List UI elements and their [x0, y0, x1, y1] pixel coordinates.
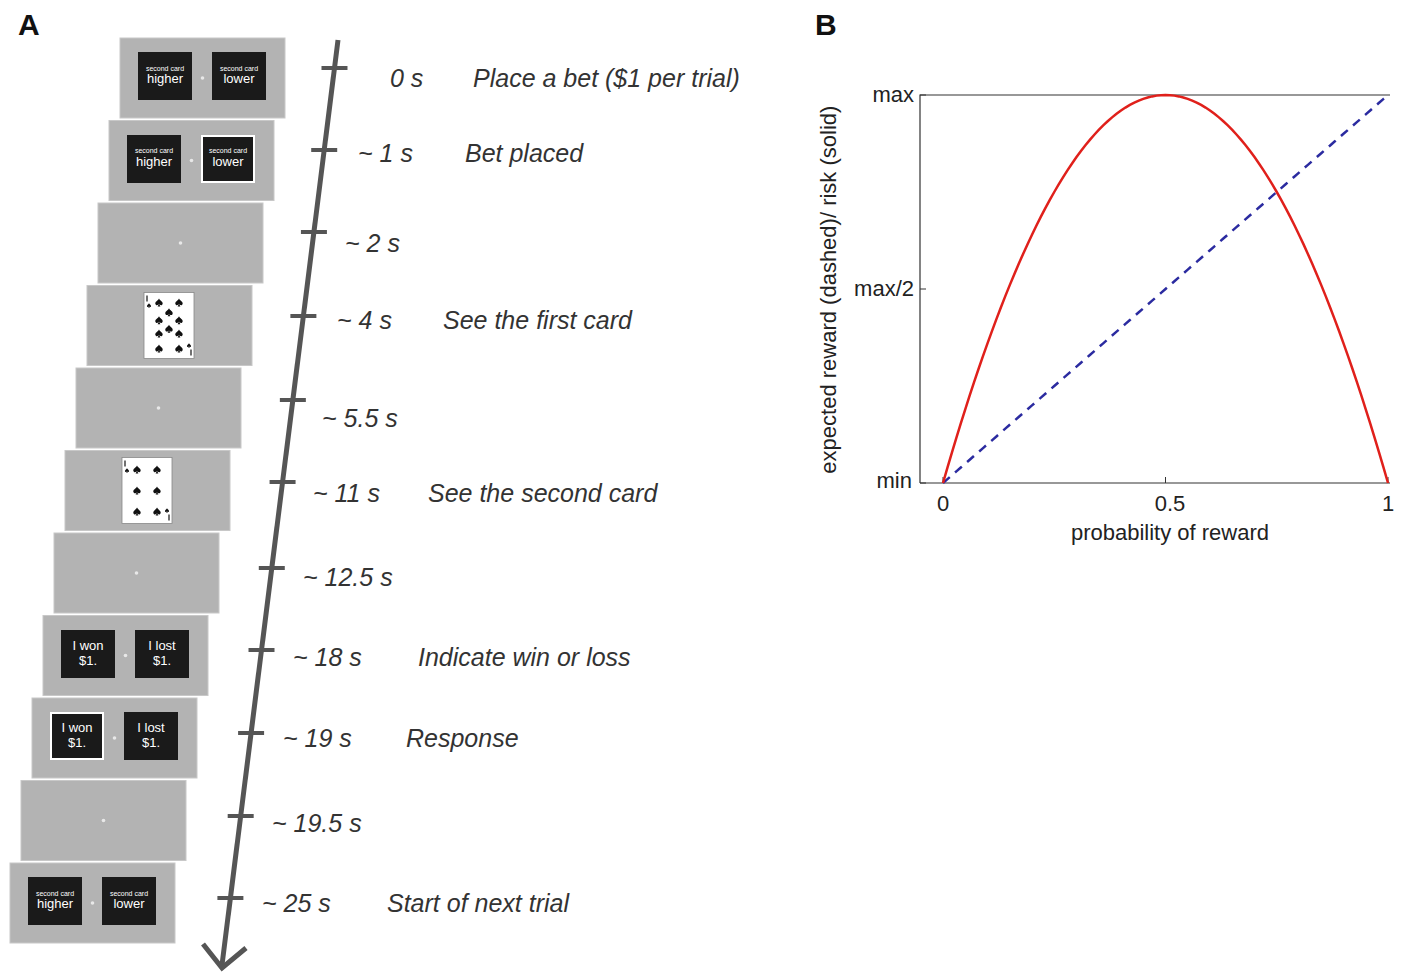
screen [32, 698, 197, 778]
time-label: ~ 25 s [262, 889, 331, 918]
axis-tick-label: 1 [1382, 491, 1394, 516]
button-label: I won $1. [54, 721, 100, 751]
axis-tick-label: max [872, 82, 914, 107]
button-label: lower [212, 155, 243, 170]
button-label: I lost $1. [139, 639, 185, 669]
time-label: ~ 4 s [337, 306, 392, 335]
y-tick [920, 483, 926, 484]
button-label: I lost $1. [128, 721, 174, 751]
axis-tick-label: max/2 [854, 276, 914, 301]
button-label: higher [37, 897, 73, 912]
time-tick [259, 566, 285, 570]
screen [109, 121, 274, 201]
fixation-dot [201, 76, 205, 80]
panel-letter: A [18, 8, 40, 43]
button-caption: second card [220, 65, 258, 73]
screen [43, 616, 208, 696]
response-button: I lost $1. [135, 630, 189, 678]
response-button: second cardhigher [127, 135, 181, 183]
response-button: I won $1. [61, 630, 115, 678]
fixation-dot [124, 654, 128, 658]
y-tick [920, 289, 926, 290]
axis-frame [920, 95, 1390, 483]
expected-reward-line [943, 95, 1388, 483]
x-tick [1165, 477, 1166, 483]
response-button: I lost $1. [124, 712, 178, 760]
time-label: 0 s [390, 64, 423, 93]
fixation-dot [102, 819, 106, 823]
event-label: See the second card [428, 479, 657, 508]
playing-card [144, 293, 194, 359]
screen [21, 781, 186, 861]
fixation-dot [179, 241, 183, 245]
screen [65, 451, 230, 531]
button-label: higher [136, 155, 172, 170]
event-label: Bet placed [465, 139, 583, 168]
event-label: See the first card [443, 306, 632, 335]
time-tick [321, 66, 347, 70]
time-tick [301, 230, 327, 234]
response-button: second cardlower [102, 877, 156, 925]
screen [54, 533, 219, 613]
time-tick [270, 480, 296, 484]
y-tick [920, 95, 926, 96]
time-label: ~ 11 s [313, 479, 380, 508]
risk-curve [943, 95, 1388, 483]
button-caption: second card [146, 65, 184, 73]
button-label: lower [113, 897, 144, 912]
button-label: higher [147, 72, 183, 87]
time-tick [228, 814, 254, 818]
time-label: ~ 19 s [283, 724, 352, 753]
button-caption: second card [36, 890, 74, 898]
button-label: I won $1. [65, 639, 111, 669]
time-label: ~ 2 s [345, 229, 400, 258]
response-button: second cardhigher [28, 877, 82, 925]
time-label: ~ 19.5 s [272, 809, 362, 838]
response-button: second cardhigher [138, 52, 192, 100]
fixation-dot [113, 736, 117, 740]
time-tick [290, 314, 316, 318]
button-caption: second card [135, 147, 173, 155]
axis-tick-label: 0 [937, 491, 949, 516]
screen [76, 368, 241, 448]
time-tick [217, 896, 243, 900]
screen [120, 38, 285, 118]
time-tick [238, 731, 264, 735]
button-caption: second card [110, 890, 148, 898]
event-label: Start of next trial [387, 889, 569, 918]
fixation-dot [135, 571, 139, 575]
button-caption: second card [209, 147, 247, 155]
time-tick [311, 148, 337, 152]
time-tick [280, 398, 306, 402]
axis-tick-label: min [877, 468, 912, 493]
event-label: Indicate win or loss [418, 643, 631, 672]
event-label: Response [406, 724, 519, 753]
fixation-dot [157, 406, 161, 410]
time-label: ~ 1 s [358, 139, 413, 168]
time-label: ~ 5.5 s [322, 404, 398, 433]
screen [10, 863, 175, 943]
response-button: second cardlower [201, 135, 255, 183]
response-button: I won $1. [50, 712, 104, 760]
time-label: ~ 12.5 s [303, 563, 393, 592]
response-button: second cardlower [212, 52, 266, 100]
screen [87, 286, 252, 366]
event-label: Place a bet ($1 per trial) [473, 64, 740, 93]
axis-title: probability of reward [1071, 520, 1269, 545]
axis-tick-label: 0.5 [1155, 491, 1186, 516]
fixation-dot [190, 159, 194, 163]
axis-title: expected reward (dashed)/ risk (solid) [816, 106, 841, 474]
time-label: ~ 18 s [293, 643, 362, 672]
fixation-dot [91, 901, 95, 905]
playing-card [122, 458, 172, 524]
time-tick [249, 648, 275, 652]
button-label: lower [223, 72, 254, 87]
chart [920, 95, 1390, 483]
panel-letter: B [815, 8, 837, 43]
x-axis [920, 482, 1390, 483]
screen [98, 203, 263, 283]
